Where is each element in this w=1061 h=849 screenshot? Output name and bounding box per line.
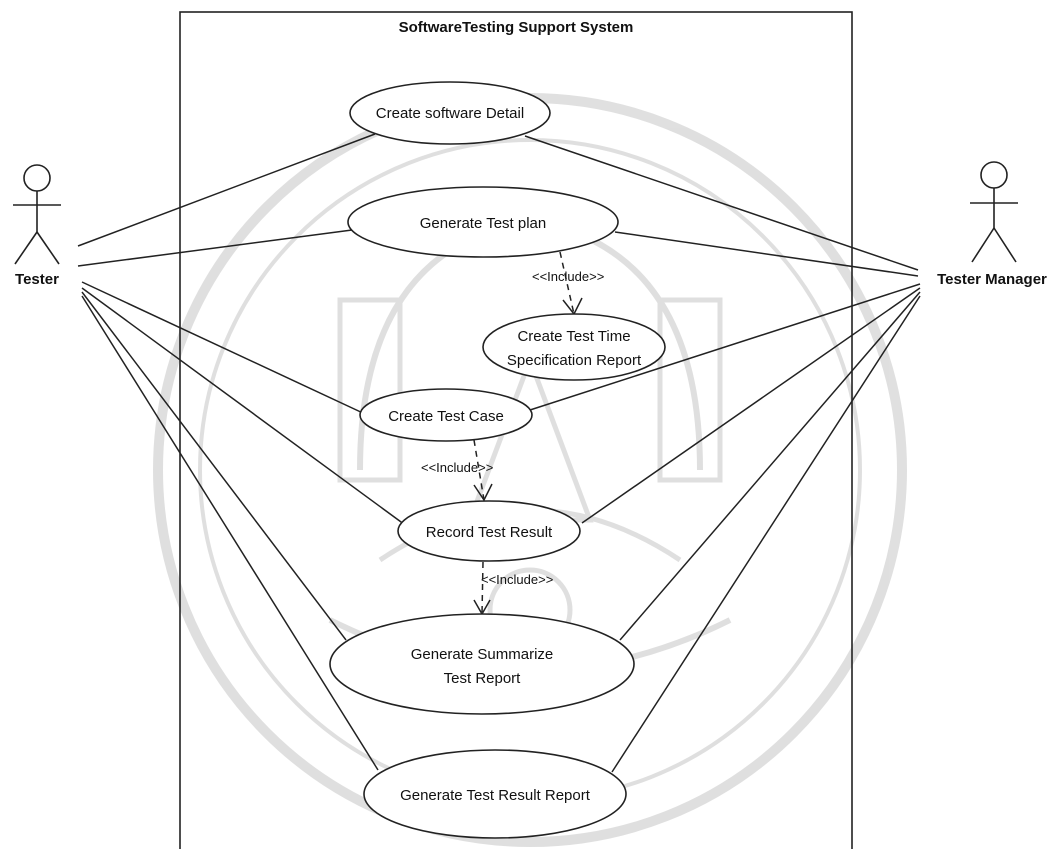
assoc-tester-create-test-case [81,281,366,415]
include-label-plan-to-time: <<Include>> [532,269,604,284]
system-boundary [179,11,853,849]
use-case-create-software-detail[interactable]: Create software Detail [349,81,551,145]
assoc-manager-test-result-report [611,295,921,773]
include-case-to-record-arrowhead [473,483,493,502]
assoc-manager-generate-test-plan [614,231,919,277]
use-case-record-test-result-label: Record Test Result [426,524,553,541]
assoc-manager-create-test-case [529,283,921,411]
actor-tester-label: Tester [15,271,59,288]
assoc-tester-generate-test-plan [77,229,353,267]
use-case-create-test-case-label: Create Test Case [388,408,504,425]
assoc-manager-record-test-result [581,287,921,524]
use-case-summarize-label-line2: Test Report [444,670,522,687]
actor-tester-head [23,164,51,192]
use-case-generate-test-result-report-label: Generate Test Result Report [400,787,591,804]
use-case-generate-test-result-report[interactable]: Generate Test Result Report [363,749,627,839]
use-case-create-test-time-specification-report[interactable]: Create Test Time Specification Report [482,313,666,381]
tester-associations [77,133,413,771]
assoc-manager-summarize-report [619,291,921,641]
actor-manager-head [980,161,1008,189]
use-case-test-time-spec-label-line1: Create Test Time [517,328,630,345]
use-case-create-software-detail-label: Create software Detail [376,105,524,122]
use-case-record-test-result[interactable]: Record Test Result [397,500,581,562]
include-label-case-to-record: <<Include>> [421,460,493,475]
assoc-tester-summarize-report [81,291,347,641]
actor-tester [13,164,61,265]
assoc-tester-create-software-detail [77,133,376,247]
use-case-test-time-spec-label-line2: Specification Report [507,352,642,369]
actor-tester-manager [970,161,1018,263]
use-case-generate-summarize-test-report[interactable]: Generate Summarize Test Report [329,613,635,715]
assoc-tester-test-result-report [81,295,379,771]
include-record-to-summary-line [481,561,484,615]
assoc-manager-create-software-detail [524,135,919,271]
use-case-summarize-label-line1: Generate Summarize [411,646,554,663]
actor-tester-manager-label: Tester Manager [937,271,1047,288]
use-case-generate-test-plan-label: Generate Test plan [420,215,546,232]
system-title: SoftwareTesting Support System [399,19,634,36]
use-case-generate-test-plan[interactable]: Generate Test plan [347,186,619,258]
manager-associations [524,135,921,773]
include-label-record-to-summary: <<Include>> [481,572,553,587]
use-case-create-test-case[interactable]: Create Test Case [359,388,533,442]
assoc-tester-record-test-result [81,287,413,531]
